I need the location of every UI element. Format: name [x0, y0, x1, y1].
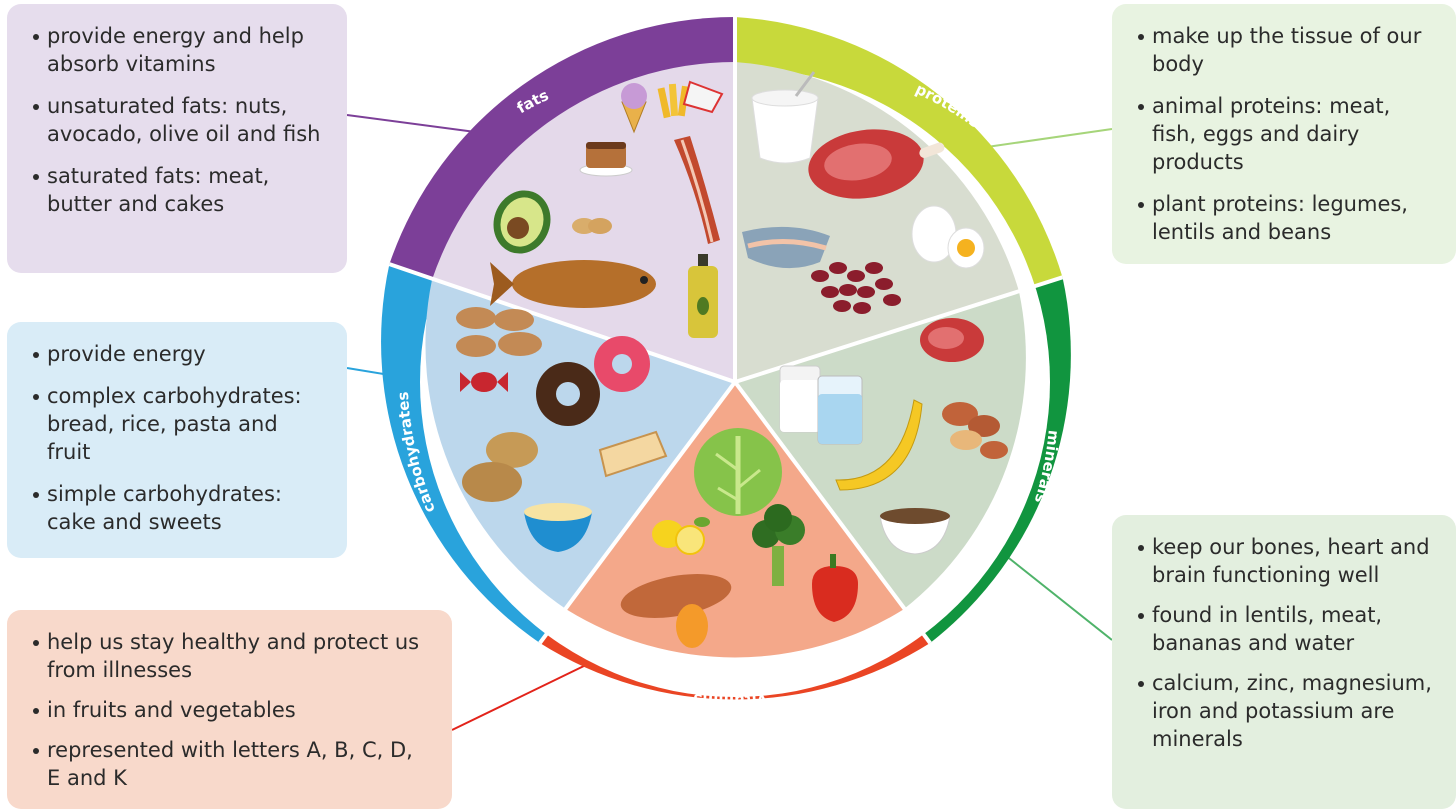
- meat-icon: [920, 318, 984, 362]
- peanut-icon: [572, 218, 612, 234]
- egg-icon: [911, 205, 985, 269]
- ice-cream-icon: [621, 83, 647, 134]
- bacon-icon: [674, 136, 720, 244]
- bread-icon: [598, 430, 668, 478]
- kidney-beans-icon: [811, 262, 901, 314]
- cookie-icon: [456, 307, 542, 357]
- potato-icon: [462, 432, 538, 502]
- candy-icon: [460, 372, 508, 392]
- carbohydrates-fact: complex carbohydrates: bread, rice, past…: [33, 382, 327, 466]
- proteins-fact: make up the tissue of our body: [1138, 22, 1436, 78]
- vitamins-fact: in fruits and vegetables: [33, 696, 432, 724]
- vitamins-fact: represented with letters A, B, C, D, E a…: [33, 736, 432, 792]
- cake-icon: [579, 142, 633, 177]
- lemon-icon: [652, 517, 710, 555]
- lettuce-icon: [694, 428, 782, 516]
- donut-chocolate-icon: [536, 362, 600, 426]
- yogurt-icon: [751, 71, 819, 164]
- nuts-icon: [942, 402, 1008, 459]
- pepper-icon: [812, 554, 858, 622]
- fats-fact: saturated fats: meat, butter and cakes: [33, 162, 327, 218]
- broccoli-icon: [752, 504, 805, 586]
- fish-icon: [490, 260, 656, 308]
- minerals-connector-line: [1004, 554, 1113, 641]
- carbohydrates-section: [425, 279, 735, 610]
- vitamins-info-box: help us stay healthy and protect us from…: [7, 610, 452, 809]
- water-glass-icon: [817, 375, 863, 445]
- sweet-potato-icon: [620, 574, 732, 648]
- proteins-connector-line: [979, 128, 1113, 149]
- noodle-bowl-icon: [524, 503, 592, 552]
- proteins-fact: animal proteins: meat, fish, eggs and da…: [1138, 92, 1436, 176]
- olive-oil-icon: [688, 254, 718, 338]
- proteins-info-box: make up the tissue of our body animal pr…: [1112, 4, 1456, 264]
- fish-fillet-icon: [742, 226, 830, 269]
- carbohydrates-fact: simple carbohydrates: cake and sweets: [33, 480, 327, 536]
- fats-fact: unsaturated fats: nuts, avocado, olive o…: [33, 92, 327, 148]
- french-fries-icon: [657, 80, 724, 119]
- minerals-info-box: keep our bones, heart and brain function…: [1112, 515, 1456, 809]
- fats-fact: provide energy and help absorb vitamins: [33, 22, 327, 78]
- carbohydrates-info-box: provide energy complex carbohydrates: br…: [7, 322, 347, 558]
- steak-icon: [808, 129, 945, 199]
- minerals-fact: found in lentils, meat, bananas and wate…: [1138, 601, 1436, 657]
- milk-glass-icon: [779, 365, 821, 433]
- minerals-fact: calcium, zinc, magnesium, iron and potas…: [1138, 669, 1436, 753]
- vitamins-connector-line: [451, 663, 589, 731]
- carbohydrates-fact: provide energy: [33, 340, 327, 368]
- banana-icon: [835, 399, 923, 491]
- fats-info-box: provide energy and help absorb vitamins …: [7, 4, 347, 273]
- vitamins-label: vitamins: [692, 690, 767, 710]
- proteins-fact: plant proteins: legumes, lentils and bea…: [1138, 190, 1436, 246]
- donut-pink-icon: [594, 336, 650, 392]
- lentil-bowl-icon: [879, 508, 951, 555]
- minerals-fact: keep our bones, heart and brain function…: [1138, 533, 1436, 589]
- vitamins-fact: help us stay healthy and protect us from…: [33, 628, 432, 684]
- avocado-icon: [493, 190, 551, 254]
